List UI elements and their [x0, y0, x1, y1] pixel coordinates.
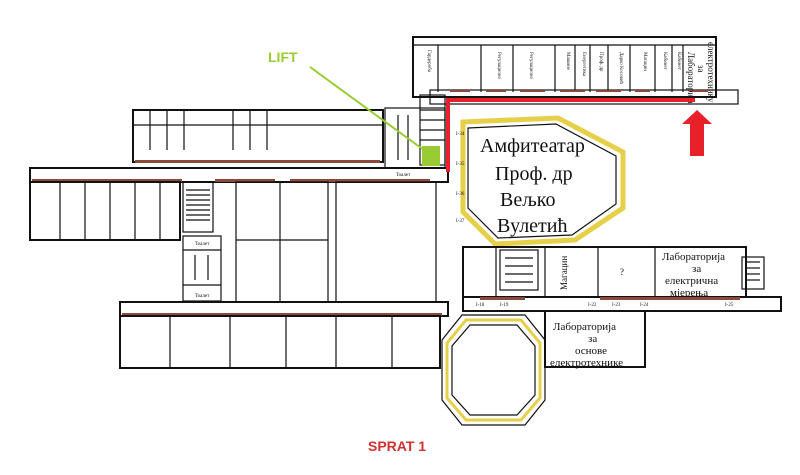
left-lower-wing	[119, 301, 449, 369]
room-label-top-9: Кабинет	[662, 52, 667, 71]
top-row-labels: Гардероба Регулационо Регулационо Машинe…	[426, 50, 681, 85]
floor-label: SPRAT 1	[368, 438, 426, 454]
stairs-left	[186, 189, 210, 221]
top-wing	[412, 36, 739, 105]
lab-fund-line-3: основе	[575, 345, 607, 357]
room-label-top-5: Енергетика	[581, 52, 586, 77]
room-number: I-25	[725, 303, 734, 308]
lab-fund-line-4: електротехнике	[550, 357, 623, 369]
lab-measure-line-3: електрична	[665, 275, 718, 287]
up-arrow-icon	[682, 110, 712, 156]
left-main-block: Тоалет Тоалет	[29, 167, 449, 303]
lab-top-right-line-2: за	[696, 65, 706, 73]
toilet-label-3: Тоалет	[396, 173, 411, 178]
route-line	[446, 98, 695, 172]
room-number: I-35	[456, 162, 465, 167]
lab-fundamentals-room: Лабораторија за основе електротехнике	[544, 310, 646, 369]
room-label-top-2: Регулационо	[496, 52, 501, 80]
room-label-top-8: Магацин	[642, 52, 647, 71]
room-number: I-34	[456, 132, 465, 137]
amphitheater-line-3: Вељко	[500, 189, 555, 211]
lab-top-right-label: Лабораторија за електротехнику	[686, 42, 716, 104]
storage-label: Магацин	[559, 256, 569, 290]
lab-top-right-line-1: Лабораторија	[686, 52, 696, 104]
lift: LIFT	[268, 49, 440, 166]
lab-fund-line-1: Лабораторија	[553, 321, 616, 333]
route	[446, 98, 712, 172]
unknown-room-label: ?	[620, 267, 624, 277]
lab-fund-line-2: за	[588, 333, 597, 345]
room-label-top-1: Гардероба	[426, 50, 431, 73]
amphitheater-line-4: Вулетић	[497, 215, 568, 237]
room-label-top-7: Дарко Косовић	[618, 52, 624, 85]
room-label-top-3: Регулационо	[528, 52, 533, 80]
room-label-top-4: Машинe	[565, 52, 570, 71]
amphitheater-line-2: Проф. др	[495, 163, 573, 185]
lift-pointer-line	[309, 66, 429, 154]
lab-top-right-line-3: електротехнику	[706, 42, 716, 103]
room-number: I-19	[500, 303, 509, 308]
room-numbers: I-34 I-35 I-36 I-37 I-18 I-19 I-22 I-23 …	[456, 132, 734, 308]
room-number: I-18	[476, 303, 485, 308]
octagon-building	[441, 314, 546, 426]
lift-marker-icon	[422, 146, 440, 166]
right-middle-block: Магацин ? Лабораторија за електрична мје…	[462, 246, 765, 299]
room-number: I-24	[640, 303, 649, 308]
room-label-top-10: Кабинет	[676, 52, 681, 71]
lab-measure-line-1: Лабораторија	[662, 251, 725, 263]
toilet-label-1: Тоалет	[195, 242, 210, 247]
amphitheater-line-1: Амфитеатар	[480, 135, 585, 157]
toilet-label-2: Тоалет	[195, 294, 210, 299]
room-label-top-6: Проф. др	[598, 52, 603, 72]
lab-measure-line-2: за	[692, 263, 701, 275]
room-number: I-36	[456, 192, 465, 197]
lift-label: LIFT	[268, 49, 298, 65]
amphitheater: Амфитеатар Проф. др Вељко Вулетић	[460, 115, 626, 247]
room-number: I-23	[612, 303, 621, 308]
left-upper-wing	[132, 109, 384, 163]
room-number: I-22	[588, 303, 597, 308]
room-number: I-37	[456, 219, 465, 224]
